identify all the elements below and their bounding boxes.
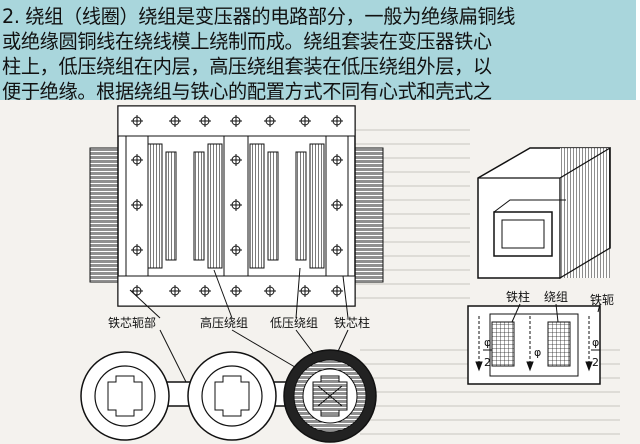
left-hv-winding [147,143,163,269]
label-hv-winding: 高压绕组 [200,315,248,330]
left-lv-winding [165,151,177,261]
label-core-column: 铁芯柱 [334,315,370,330]
label-shell-winding: 绕组 [544,290,568,304]
flux-right-denominator: 2 [592,356,599,369]
middle-core-section [214,375,250,417]
transformer-drawing: 铁芯轭部 高压绕组 低压绕组 铁芯柱 [80,105,620,443]
flux-center-symbol: φ [534,346,541,359]
left-lv-winding-2 [193,151,205,261]
shell-left-winding [491,321,515,367]
mid-hv-winding [249,143,265,269]
left-outer-winding [89,147,119,283]
flux-left-symbol: φ [484,336,491,349]
right-outer-winding [354,147,384,283]
mid-lv-winding [267,151,279,261]
label-shell-yoke: 铁轭 [590,292,614,307]
shell-leader-lines [511,303,601,323]
mid-hv-winding-2 [309,143,325,269]
shell-type-transformer [467,146,611,385]
left-hv-winding-2 [207,143,223,269]
label-lv-winding: 低压绕组 [270,316,318,330]
transformer-figure: 铁芯轭部 高压绕组 低压绕组 铁芯柱 [0,100,640,444]
core-type-cross-section [80,349,377,443]
left-core-section [107,375,143,417]
leader-lines [129,267,349,391]
label-shell-column: 铁柱 [506,289,530,304]
flux-left-denominator: 2 [484,356,491,369]
flux-right-symbol: φ [592,336,599,349]
flux-arrows [475,316,593,372]
label-yoke: 铁芯轭部 [108,315,156,330]
core-type-transformer [89,105,384,307]
shell-right-winding [547,321,571,367]
mid-lv-winding-2 [295,151,307,261]
